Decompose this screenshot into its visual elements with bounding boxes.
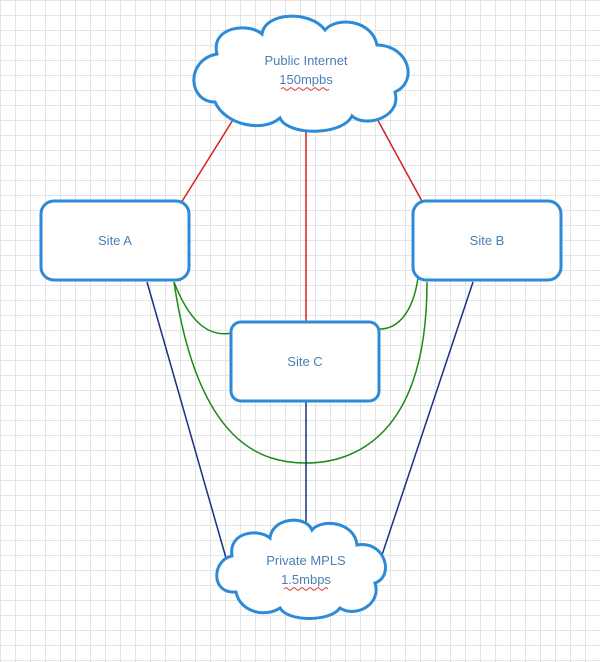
node-name-mpls: Private MPLS: [266, 553, 346, 568]
link-site-b-mpls: [380, 281, 474, 559]
site-a-box: [39, 199, 191, 282]
node-name-site-b: Site B: [470, 233, 505, 248]
cloud-shape: [192, 14, 410, 133]
link-internet-site-a: [180, 114, 237, 204]
links: [146, 114, 474, 559]
link-site-b-site-c: [377, 277, 419, 330]
cloud-shape: [215, 518, 387, 620]
node-name-site-a: Site A: [98, 233, 132, 248]
node-name-internet: Public Internet: [264, 53, 347, 68]
private-mpls-cloud: Private MPLS 1.5mbps: [215, 518, 387, 620]
public-internet-cloud: Public Internet 150mpbs: [192, 14, 410, 133]
site-b-box: [411, 199, 563, 282]
link-internet-site-b: [374, 114, 424, 204]
node-speed-mpls: 1.5mbps: [281, 572, 331, 587]
link-site-a-mpls: [146, 281, 227, 559]
spellcheck-underline-internet: [280, 87, 330, 91]
spellcheck-underline-mpls: [283, 587, 329, 591]
node-speed-internet: 150mpbs: [279, 72, 333, 87]
site-c-box: [229, 320, 381, 403]
node-name-site-c: Site C: [287, 354, 322, 369]
site-b-node: Site B: [411, 199, 563, 282]
site-c-node: Site C: [229, 320, 381, 403]
site-a-node: Site A: [39, 199, 191, 282]
link-site-a-site-c: [173, 281, 233, 335]
